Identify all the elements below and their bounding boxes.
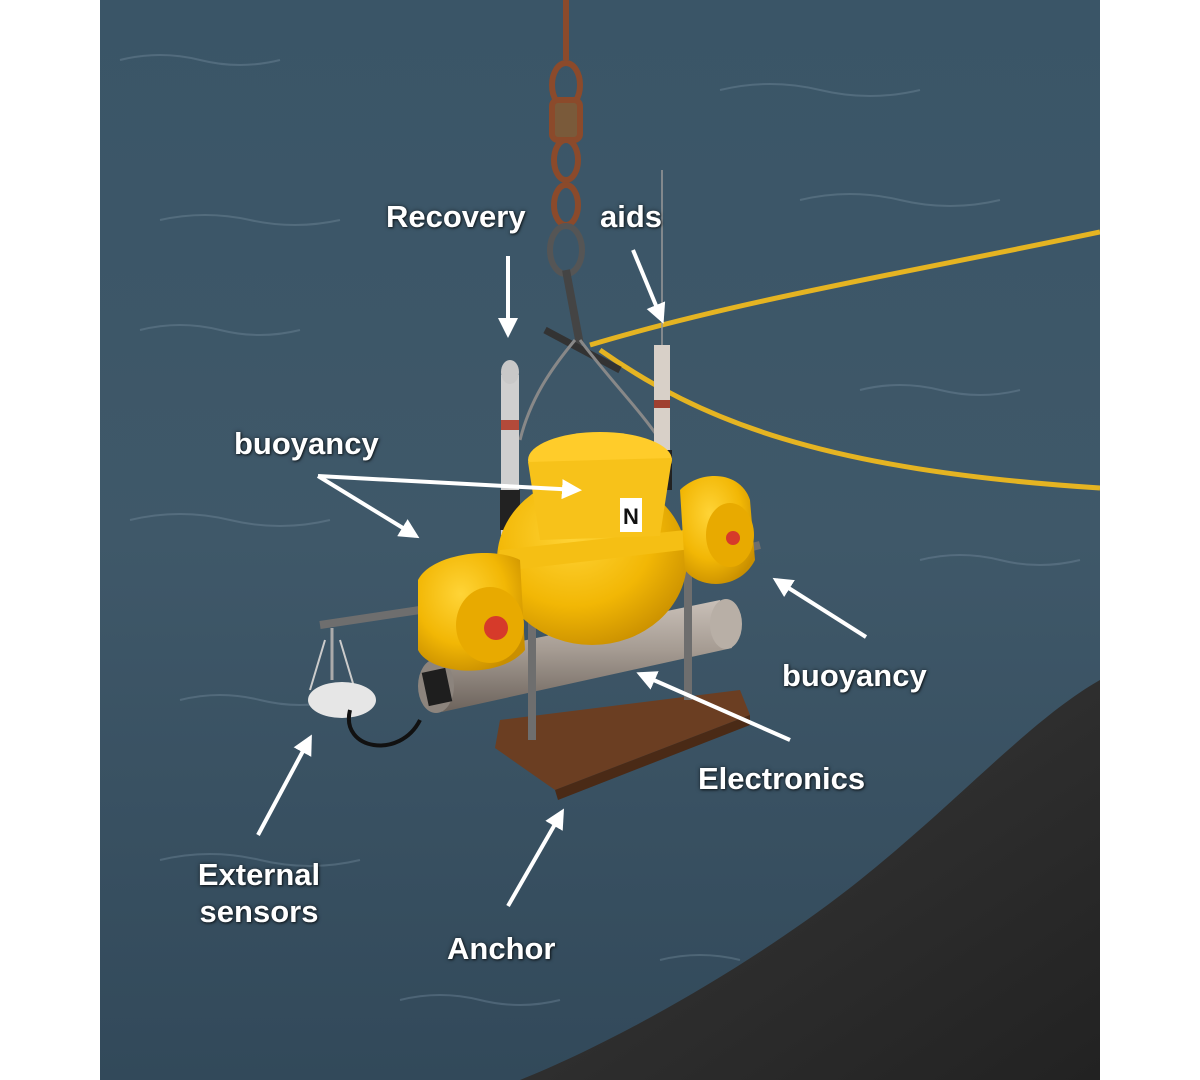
lifting-chain xyxy=(547,0,585,277)
annotation-arrows xyxy=(256,249,868,907)
label-buoyancy-right: buoyancy xyxy=(782,658,927,693)
right-float xyxy=(680,476,755,584)
left-float xyxy=(418,552,525,671)
label-external-line2: sensors xyxy=(199,894,319,930)
label-electronics: Electronics xyxy=(698,761,866,796)
ocean-instrument-photo: N xyxy=(100,0,1100,1080)
electronics-cylinder xyxy=(418,599,742,713)
label-anchor: Anchor xyxy=(447,931,556,966)
ship-hull xyxy=(520,680,1100,1080)
rope-upper xyxy=(589,229,1100,348)
external-sensor xyxy=(308,628,422,748)
rope-lower xyxy=(598,347,1100,491)
label-buoyancy-left: buoyancy xyxy=(234,426,379,461)
label-external-line1: External xyxy=(197,857,321,892)
center-float: N xyxy=(495,432,700,645)
label-aids: aids xyxy=(600,199,663,234)
label-recovery: Recovery xyxy=(386,199,526,234)
recovery-aid-left xyxy=(500,360,520,535)
label-external-sensors: External sensors xyxy=(186,856,332,930)
svg-text:N: N xyxy=(623,504,639,529)
anchor-plate xyxy=(495,690,750,790)
sea-ripples xyxy=(119,54,1081,1006)
